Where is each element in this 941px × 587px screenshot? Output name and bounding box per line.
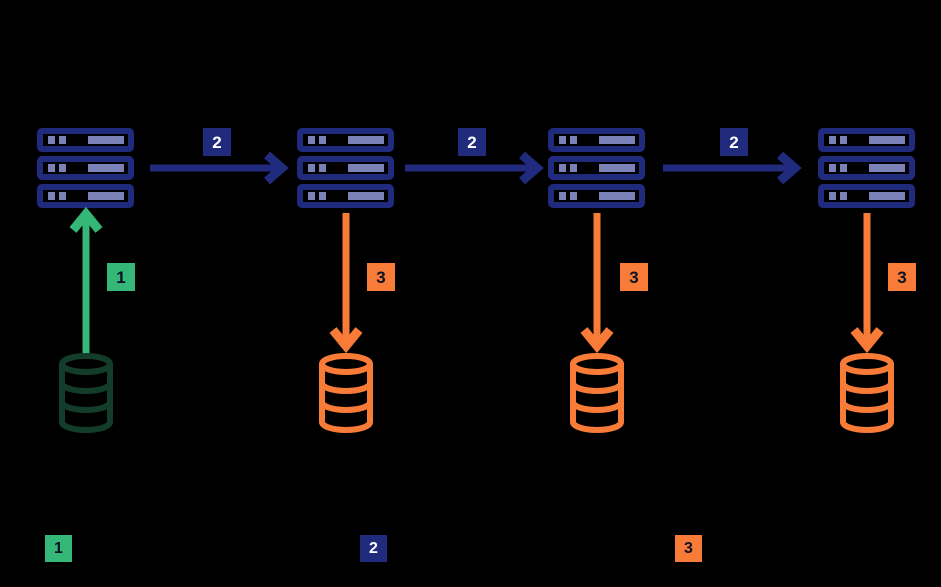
server-led-icon	[559, 136, 566, 144]
server-led-icon	[840, 192, 847, 200]
server-icon	[37, 156, 134, 180]
step-badge-2: 2	[203, 128, 231, 156]
server-led-icon	[59, 136, 66, 144]
database-cylinder-icon-replica-3	[840, 353, 894, 433]
arrow-down-icon-step3-3	[850, 213, 884, 354]
server-drive-bar	[88, 164, 124, 172]
server-drive-bar	[869, 136, 905, 144]
arrow-down-icon-step3-2	[580, 213, 614, 354]
server-led-icon	[59, 192, 66, 200]
server-stack-2	[297, 128, 394, 208]
server-led-icon	[308, 192, 315, 200]
server-led-icon	[840, 136, 847, 144]
server-led-icon	[319, 164, 326, 172]
step-badge-3: 3	[367, 263, 395, 291]
server-led-icon	[48, 136, 55, 144]
server-led-icon	[319, 136, 326, 144]
server-drive-bar	[869, 164, 905, 172]
server-icon	[37, 184, 134, 208]
server-icon	[818, 156, 915, 180]
database-cylinder-icon-replica-2	[570, 353, 624, 433]
database-cylinder-icon-source	[59, 353, 113, 433]
server-led-icon	[48, 192, 55, 200]
server-led-icon	[319, 192, 326, 200]
server-led-icon	[308, 164, 315, 172]
legend-item-3-badge: 3	[675, 535, 702, 562]
server-led-icon	[570, 164, 577, 172]
server-icon	[548, 128, 645, 152]
server-drive-bar	[599, 192, 635, 200]
server-stack-3	[548, 128, 645, 208]
step-badge-2: 2	[458, 128, 486, 156]
server-icon	[297, 128, 394, 152]
server-stack-4	[818, 128, 915, 208]
server-led-icon	[829, 164, 836, 172]
server-drive-bar	[348, 192, 384, 200]
server-led-icon	[829, 136, 836, 144]
step-badge-2: 2	[720, 128, 748, 156]
server-icon	[818, 128, 915, 152]
legend-item-2-badge: 2	[360, 535, 387, 562]
server-led-icon	[840, 164, 847, 172]
server-led-icon	[570, 192, 577, 200]
server-led-icon	[308, 136, 315, 144]
server-led-icon	[48, 164, 55, 172]
server-led-icon	[559, 164, 566, 172]
legend-item-1-badge: 1	[45, 535, 72, 562]
server-drive-bar	[88, 192, 124, 200]
arrow-down-icon-step3-1	[329, 213, 363, 354]
step-badge-3: 3	[888, 263, 916, 291]
server-led-icon	[570, 136, 577, 144]
step-badge-3: 3	[620, 263, 648, 291]
server-icon	[818, 184, 915, 208]
server-led-icon	[59, 164, 66, 172]
server-stack-1	[37, 128, 134, 208]
server-icon	[37, 128, 134, 152]
server-icon	[548, 156, 645, 180]
server-icon	[297, 184, 394, 208]
server-drive-bar	[88, 136, 124, 144]
arrow-right-icon-step2-1	[150, 151, 289, 185]
server-icon	[297, 156, 394, 180]
step-badge-1: 1	[107, 263, 135, 291]
arrow-up-icon-step1	[69, 206, 103, 355]
server-drive-bar	[348, 136, 384, 144]
database-cylinder-icon-replica-1	[319, 353, 373, 433]
server-icon	[548, 184, 645, 208]
server-drive-bar	[599, 136, 635, 144]
server-drive-bar	[869, 192, 905, 200]
server-drive-bar	[348, 164, 384, 172]
arrow-right-icon-step2-2	[405, 151, 544, 185]
server-led-icon	[829, 192, 836, 200]
server-drive-bar	[599, 164, 635, 172]
arrow-right-icon-step2-3	[663, 151, 802, 185]
server-led-icon	[559, 192, 566, 200]
